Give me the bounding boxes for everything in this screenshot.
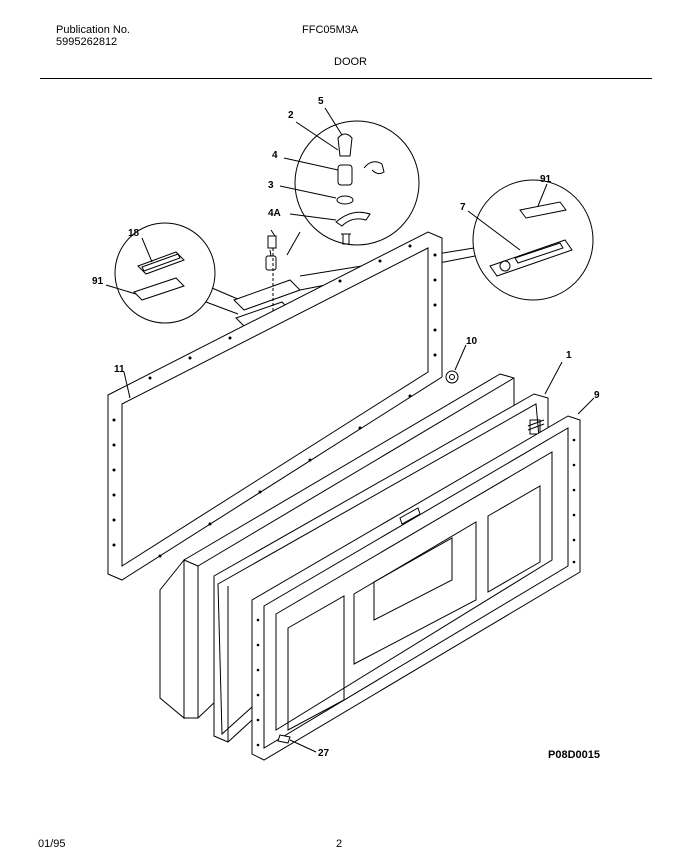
leader-lines bbox=[105, 107, 595, 415]
callout-2: 2 bbox=[288, 110, 294, 121]
bolt-10 bbox=[445, 370, 459, 384]
publication-number: 5995262812 bbox=[56, 36, 118, 48]
gasket-frame bbox=[107, 231, 443, 581]
callout-18: 18 bbox=[128, 228, 140, 239]
callout-91-right: 91 bbox=[540, 174, 552, 185]
callout-4: 4 bbox=[272, 150, 278, 161]
header-rule bbox=[40, 78, 652, 79]
callout-5: 5 bbox=[318, 96, 324, 107]
hinge-cover-part bbox=[337, 133, 353, 157]
page-number: 2 bbox=[336, 838, 343, 850]
callout-9: 9 bbox=[594, 390, 600, 401]
callout-7: 7 bbox=[460, 202, 466, 213]
section-title: DOOR bbox=[334, 56, 367, 68]
hinge-bushing-part bbox=[337, 164, 353, 186]
callout-3: 3 bbox=[268, 180, 274, 191]
gasket-detail-circle-left bbox=[114, 222, 241, 324]
callout-4a: 4A bbox=[268, 208, 281, 219]
door-gasket bbox=[251, 415, 581, 761]
callout-1: 1 bbox=[566, 350, 572, 361]
gasket-strip-part bbox=[519, 201, 567, 219]
publication-label: Publication No. bbox=[56, 24, 130, 36]
gasket-strip-left-part bbox=[133, 277, 185, 301]
callout-91-left: 91 bbox=[92, 276, 104, 287]
door-back-panel bbox=[159, 558, 185, 720]
screw-part bbox=[341, 233, 351, 245]
footer-date: 01/95 bbox=[38, 838, 66, 850]
callout-10: 10 bbox=[466, 336, 478, 347]
callout-27: 27 bbox=[318, 748, 330, 759]
figure-code: P08D0015 bbox=[548, 749, 600, 761]
hinge-plate-part bbox=[489, 239, 573, 277]
model-number: FFC05M3A bbox=[302, 24, 359, 36]
callout-labels: 5 2 4 3 4A 91 7 18 91 10 11 1 9 27 bbox=[92, 96, 600, 759]
hinge-spring-part bbox=[335, 211, 371, 227]
callout-11: 11 bbox=[114, 364, 125, 375]
hinge-detail-circle bbox=[286, 120, 420, 256]
clip-part bbox=[363, 161, 385, 175]
washer-part bbox=[336, 195, 354, 205]
screw-27 bbox=[277, 734, 317, 753]
